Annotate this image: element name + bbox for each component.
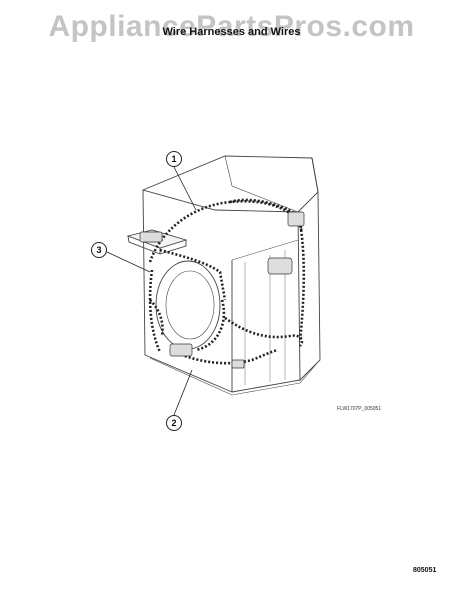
components: [139, 211, 305, 369]
bottom-connector-component: [231, 359, 245, 369]
callout-2-label: 2: [171, 418, 176, 428]
wire-harness-front: [148, 269, 162, 353]
control-board-component: [139, 231, 163, 243]
wire-harness-door-loop: [195, 299, 226, 352]
motor-component: [267, 257, 293, 275]
wire-harness-left-lower: [149, 299, 164, 337]
callout-3: 3: [91, 242, 151, 273]
rear-connector-component: [287, 211, 305, 227]
pump-component: [169, 343, 193, 357]
callout-2: 2: [166, 369, 193, 431]
appliance-cabinet: [126, 155, 321, 396]
wire-harness-lower: [224, 316, 304, 347]
wire-harness-rear: [298, 221, 306, 343]
callout-1-label: 1: [171, 154, 176, 164]
wire-harness-console: [159, 248, 227, 301]
wire-harness-main: [148, 200, 301, 263]
figure-code: FLW1707P_005051: [337, 406, 382, 412]
page-code: 805051: [413, 567, 437, 574]
wire-harness-paths: [148, 198, 306, 365]
wire-harness-bottom: [169, 348, 279, 365]
callout-1: 1: [166, 151, 197, 211]
diagram-title: Wire Harnesses and Wires: [162, 26, 301, 38]
callout-3-label: 3: [96, 245, 101, 255]
